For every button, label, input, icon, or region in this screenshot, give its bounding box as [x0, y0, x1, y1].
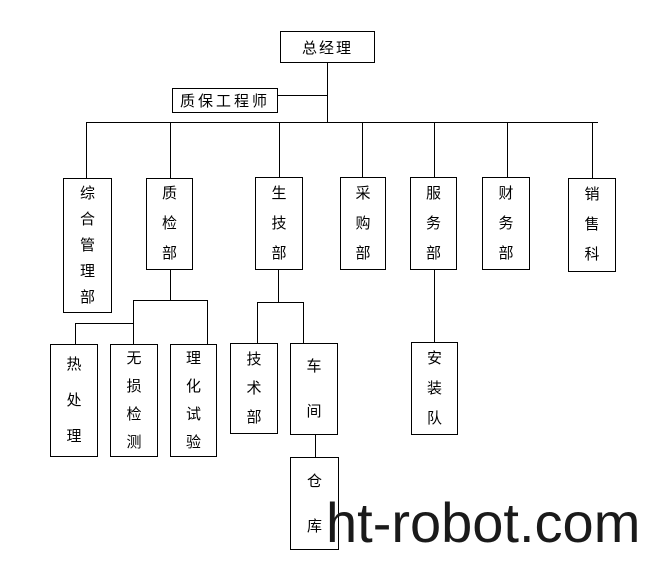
- node-purchasing-label: 采购部: [355, 184, 371, 262]
- connector-drop-finance: [507, 122, 508, 178]
- node-heat-treatment: 热处理: [50, 344, 98, 457]
- node-ndt-inspection-label: 无损检测: [126, 349, 142, 451]
- connector-drop-service: [434, 122, 435, 178]
- connector-drop-production: [279, 122, 280, 178]
- node-warehouse-label: 仓库: [306, 472, 322, 535]
- node-technology-label: 技术部: [246, 351, 262, 426]
- node-physchem-test-label: 理化试验: [185, 349, 201, 451]
- node-ndt-inspection: 无损检测: [110, 344, 158, 457]
- node-quality-inspection-label: 质检部: [161, 185, 177, 262]
- connector-drop-installation: [434, 270, 435, 342]
- connector-drop-sales: [592, 122, 593, 178]
- node-physchem-test: 理化试验: [170, 344, 217, 457]
- node-heat-treatment-label: 热处理: [66, 355, 82, 445]
- connector-drop-physchem: [207, 300, 208, 344]
- node-qa-engineer: 质保工程师: [172, 88, 278, 113]
- node-finance-label: 财务部: [498, 184, 514, 262]
- node-installation-team: 安装队: [411, 342, 458, 435]
- connector-heat-branch: [75, 323, 133, 324]
- connector-production-down: [278, 270, 279, 302]
- connector-production-branch: [257, 302, 303, 303]
- node-workshop: 车间: [290, 343, 338, 435]
- node-general-manager-label: 总经理: [301, 39, 353, 57]
- watermark: ht-robot.com: [326, 491, 641, 554]
- node-warehouse: 仓库: [290, 457, 339, 550]
- node-workshop-label: 车间: [306, 358, 322, 420]
- node-technology-dept: 技术部: [230, 343, 278, 434]
- connector-drop-quality: [170, 122, 171, 178]
- node-comprehensive-management-dept: 综合管理部: [63, 178, 112, 313]
- node-sales-section: 销售科: [568, 178, 616, 272]
- connector-drop-workshop: [303, 302, 304, 343]
- connector-qa-engineer: [278, 95, 327, 96]
- connector-drop-comprehensive: [86, 122, 87, 178]
- connector-quality-branch: [133, 300, 208, 301]
- connector-quality-down: [170, 270, 171, 300]
- node-service-dept: 服务部: [410, 177, 457, 270]
- connector-drop-technology: [257, 302, 258, 343]
- node-production-tech-dept: 生技部: [255, 177, 303, 270]
- node-installation-team-label: 安装队: [426, 349, 442, 427]
- node-production-tech-label: 生技部: [271, 184, 287, 262]
- node-comprehensive-management-label: 综合管理部: [79, 184, 95, 306]
- node-purchasing-dept: 采购部: [340, 177, 386, 270]
- connector-drop-purchasing: [362, 122, 363, 178]
- node-quality-inspection-dept: 质检部: [146, 178, 193, 270]
- connector-bus: [86, 122, 598, 123]
- connector-drop-ndt: [133, 300, 134, 344]
- connector-root-down: [327, 63, 328, 122]
- node-finance-dept: 财务部: [482, 177, 530, 270]
- node-service-label: 服务部: [425, 184, 441, 262]
- node-general-manager: 总经理: [280, 31, 375, 63]
- node-qa-engineer-label: 质保工程师: [179, 93, 270, 110]
- connector-drop-warehouse: [315, 435, 316, 457]
- connector-drop-heat: [75, 323, 76, 344]
- node-sales-label: 销售科: [584, 186, 600, 263]
